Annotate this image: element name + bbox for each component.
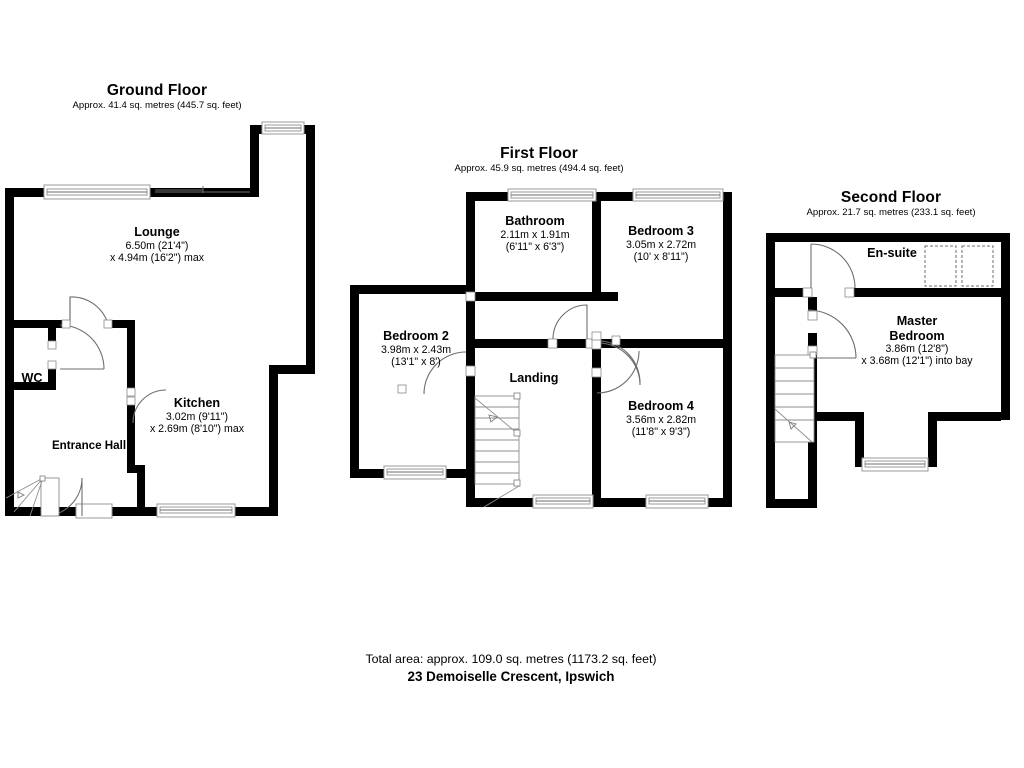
room-dims-lounge-2: x 4.94m (16'2") max — [109, 251, 205, 264]
room-name-bedroom-2: Bedroom 2 — [383, 329, 449, 343]
room-name-landing: Landing — [509, 371, 559, 385]
first-floor-staircase — [474, 392, 521, 508]
room-label-bedroom-4: Bedroom 4 3.56m x 2.82m (11'8" x 9'3") — [626, 399, 696, 438]
room-label-kitchen: Kitchen 3.02m (9'11") x 2.69m (8'10") ma… — [150, 396, 244, 435]
room-name-en-suite: En-suite — [867, 246, 917, 260]
room-name-wc: WC — [21, 371, 43, 385]
room-dims-bedroom-4-1: 3.56m x 2.82m — [625, 413, 697, 426]
room-dims-bathroom-2: (6'11" x 6'3") — [505, 240, 565, 253]
room-name-bathroom: Bathroom — [505, 214, 565, 228]
room-label-master-bedroom: Master Bedroom 3.86m (12'8") x 3.68m (12… — [861, 314, 972, 368]
room-name-kitchen: Kitchen — [173, 396, 221, 410]
ground-floor-walls — [5, 125, 315, 516]
room-name-master-bedroom-line-2: Bedroom — [889, 328, 945, 343]
second-floor-door-jambs — [802, 287, 855, 356]
ground-floor-subtitle: Approx. 41.4 sq. metres (445.7 sq. feet) — [72, 99, 242, 111]
first-floor-heading: First Floor Approx. 45.9 sq. metres (494… — [454, 145, 623, 174]
en-suite-fixtures — [924, 245, 994, 287]
room-label-en-suite: En-suite — [867, 246, 917, 261]
room-name-bedroom-4: Bedroom 4 — [628, 399, 694, 413]
second-floor-windows — [861, 457, 929, 472]
second-floor-title: Second Floor — [840, 189, 942, 206]
room-name-master-bedroom-line-1: Master — [896, 314, 938, 328]
ground-floor-door-jambs — [47, 319, 136, 406]
ground-floor-doors — [43, 296, 167, 517]
room-dims-bedroom-2-2: (13'1" x 8') — [391, 355, 441, 368]
ground-floor-drawing — [5, 121, 315, 519]
room-dims-kitchen-2: x 2.69m (8'10") max — [149, 422, 245, 435]
first-floor-walls — [350, 192, 732, 507]
ground-floor-windows — [43, 121, 305, 519]
room-dims-master-bedroom-2: x 3.68m (12'1") into bay — [861, 355, 973, 368]
first-floor-title: First Floor — [500, 145, 578, 162]
room-label-landing: Landing — [510, 371, 559, 386]
room-dims-bathroom-1: 2.11m x 1.91m — [500, 228, 570, 241]
first-floor-windows — [383, 188, 724, 509]
room-dims-bedroom-4-2: (11'8" x 9'3") — [631, 425, 691, 438]
second-floor-subtitle: Approx. 21.7 sq. metres (233.1 sq. feet) — [806, 206, 976, 218]
room-dims-lounge-1: 6.50m (21'4") — [125, 239, 189, 252]
room-name-bedroom-3: Bedroom 3 — [628, 224, 694, 238]
room-label-entrance-hall: Entrance Hall — [52, 439, 126, 452]
ground-floor-staircase — [5, 475, 60, 517]
room-label-lounge: Lounge 6.50m (21'4") x 4.94m (16'2") max — [110, 225, 204, 264]
room-dims-bedroom-3-1: 3.05m x 2.72m — [625, 238, 697, 251]
room-label-wc: WC — [22, 371, 43, 386]
second-floor-drawing — [766, 233, 1010, 508]
second-floor-heading: Second Floor Approx. 21.7 sq. metres (23… — [806, 189, 975, 218]
room-dims-kitchen-1: 3.02m (9'11") — [165, 410, 229, 423]
ground-floor-title: Ground Floor — [106, 82, 208, 99]
second-floor-staircase — [774, 351, 817, 443]
first-floor-doors — [423, 304, 641, 395]
room-label-bathroom: Bathroom 2.11m x 1.91m (6'11" x 6'3") — [500, 214, 569, 253]
address-text: 23 Demoiselle Crescent, Ipswich — [407, 669, 615, 685]
room-name-entrance-hall: Entrance Hall — [51, 439, 127, 452]
ground-floor-heading: Ground Floor Approx. 41.4 sq. metres (44… — [72, 82, 241, 111]
room-dims-bedroom-3-2: (10' x 8'11") — [633, 250, 689, 263]
first-floor-drawing — [350, 188, 732, 509]
footer: Total area: approx. 109.0 sq. metres (11… — [365, 652, 656, 685]
room-dims-bedroom-2-1: 3.98m x 2.43m — [380, 343, 452, 356]
room-label-bedroom-2: Bedroom 2 3.98m x 2.43m (13'1" x 8') — [381, 329, 451, 368]
first-floor-subtitle: Approx. 45.9 sq. metres (494.4 sq. feet) — [454, 162, 624, 174]
room-dims-master-bedroom-1: 3.86m (12'8") — [885, 343, 949, 356]
room-label-bedroom-3: Bedroom 3 3.05m x 2.72m (10' x 8'11") — [626, 224, 696, 263]
room-name-lounge: Lounge — [134, 225, 180, 239]
first-floor-door-jambs — [397, 291, 621, 394]
total-area-text: Total area: approx. 109.0 sq. metres (11… — [365, 652, 657, 666]
